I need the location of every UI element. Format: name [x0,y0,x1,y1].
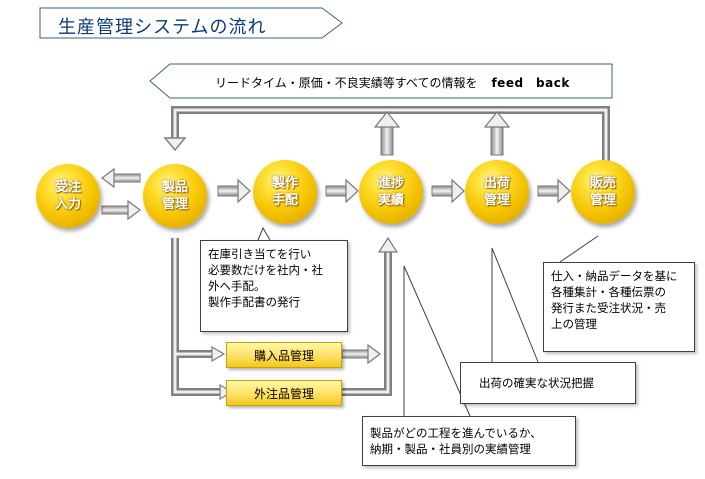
arrow-progress-shipping [431,178,465,204]
purchase-management-box: 購入品管理 [226,342,342,368]
title-arrow-shape [39,7,343,39]
node-label-line1: 進捗 [377,176,404,191]
branch-head-purchase [211,345,226,363]
node-label-line2: 管理 [161,197,188,212]
node-label-line2: 管理 [589,193,616,208]
callout-line: 在庫引き当てを行い [208,247,312,261]
order-product-arrow-left [101,167,141,189]
node-progress-results: 進捗実績 [359,160,423,224]
node-label-line1: 販売 [589,176,616,191]
arrow-production-progress [325,178,359,204]
outsource-management-box: 外注品管理 [226,380,342,406]
callout-tail-production [257,226,271,241]
feedback-emphasis: feed back [491,76,570,90]
node-label-line2: 手配 [271,193,298,208]
callout-pointer-sales [559,235,599,263]
arrow-product-production [217,178,251,204]
feedback-label: リードタイム・原価・不良実績等すべての情報を feed back [215,74,570,91]
callout-line: 仕入・納品データを基に [551,269,678,283]
callout-line: 製作手配書の発行 [208,295,300,309]
page-title: 生産管理システムの流れ [58,17,267,38]
node-label-line2: 管理 [483,193,510,208]
node-label-line1: 出荷 [483,176,510,191]
node-sales-management: 販売管理 [571,160,635,224]
node-label-line2: 入力 [54,197,81,212]
arrow-purchase-progress [341,343,381,365]
callout-pointer-shipping-2 [491,247,539,363]
feedback-loop-head [163,137,187,152]
order-product-arrow-right [101,199,141,221]
node-production-arrangement: 製作手配 [253,160,317,224]
callout-shipping: 出荷の確実な状況把握 [460,362,636,404]
callout-line: 出荷の確実な状況把握 [479,376,594,390]
callout-line: 発行また受注状況・売 [551,301,666,315]
callout-line: 外へ手配。 [208,279,266,293]
feedback-text: リードタイム・原価・不良実績等すべての情報を [215,76,478,90]
node-label-line2: 実績 [377,193,404,208]
callout-sales: 仕入・納品データを基に 各種集計・各種伝票の 発行また受注状況・売 上の管理 [543,262,695,352]
callout-production: 在庫引き当てを行い 必要数だけを社内・社 外へ手配。 製作手配書の発行 [200,240,348,332]
node-label-line1: 製作 [271,176,298,191]
node-shipping-management: 出荷管理 [465,160,529,224]
callout-pointer-progress-2 [403,265,471,417]
up-arrow-shipping [483,111,511,156]
node-label-line1: 受注 [54,180,81,195]
outsource-return-head [377,236,399,253]
arrow-shipping-sales [537,178,571,204]
callout-line: 製品がどの工程を進んでいるか、 [370,426,542,440]
callout-progress: 製品がどの工程を進んでいるか、 納期・製品・社員別の実績管理 [362,416,576,466]
node-order-entry: 受注入力 [36,164,100,228]
callout-line: 必要数だけを社内・社 [208,263,323,277]
up-arrow-progress [373,111,401,156]
callout-line: 上の管理 [551,317,597,331]
feedback-arrow-shape [149,63,613,99]
callout-line: 納期・製品・社員別の実績管理 [370,442,531,456]
node-product-management: 製品管理 [143,164,207,228]
node-label-line1: 製品 [161,180,188,195]
callout-line: 各種集計・各種伝票の [551,285,666,299]
